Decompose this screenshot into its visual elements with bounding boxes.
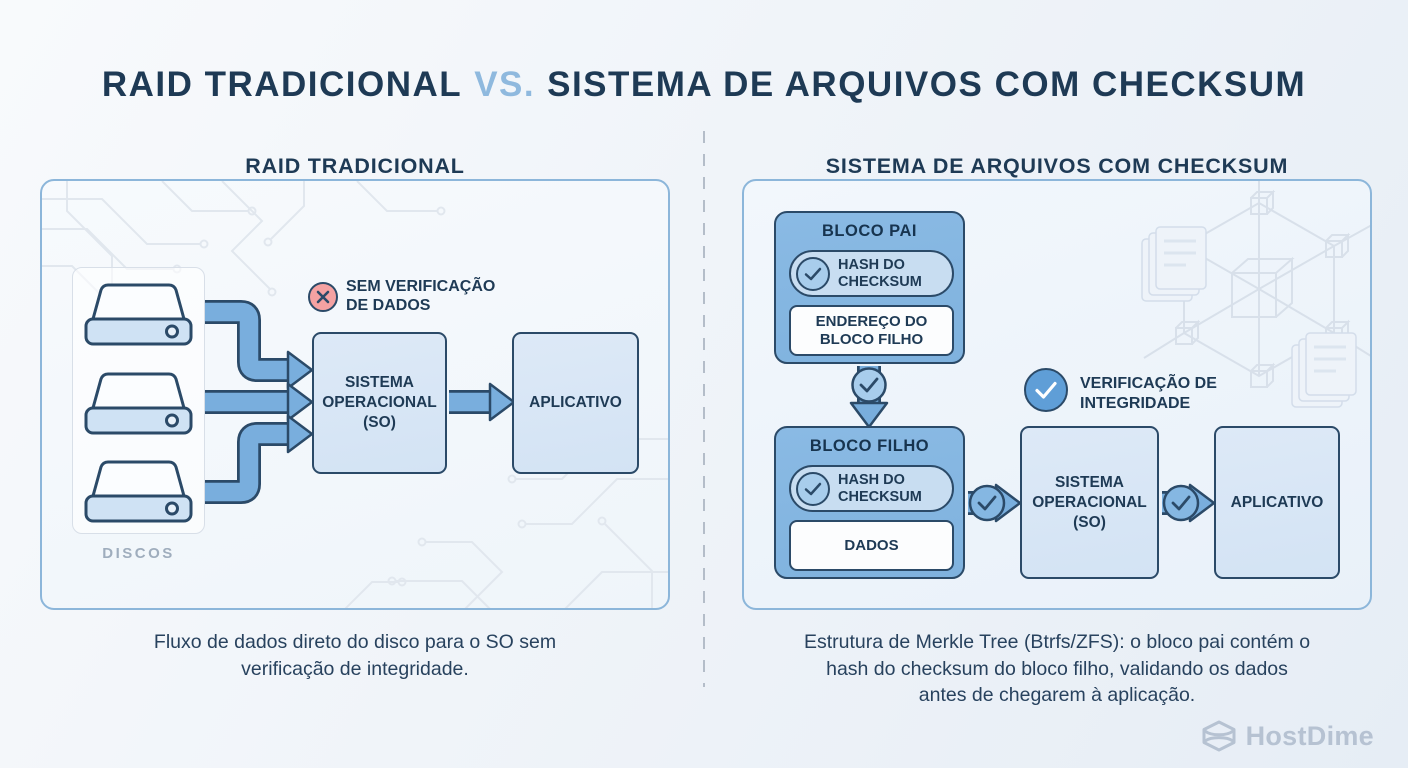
no-verification-error-badge: [308, 282, 338, 312]
brand-name: HostDime: [1245, 720, 1374, 751]
parent-block: BLOCO PAI HASH DO CHECKSUM ENDEREÇO DO B…: [774, 211, 965, 364]
arrow-disk2-to-os: [205, 382, 314, 422]
data-flow-arrows: [205, 300, 516, 504]
child-hash-pill: HASH DO CHECKSUM: [789, 465, 954, 512]
title-left: RAID TRADICIONAL: [101, 65, 463, 105]
application-box: APLICATIVO: [512, 332, 639, 474]
right-caption: Estrutura de Merkle Tree (Btrfs/ZFS): o …: [803, 631, 1311, 706]
parent-hash-label: HASH DO CHECKSUM: [838, 257, 922, 290]
checksum-flow-arrows: [849, 366, 1216, 523]
check-icon: [1035, 381, 1057, 399]
disk-icon: [84, 460, 193, 523]
raid-traditional-panel: DISCOS: [40, 179, 670, 610]
application-box: APLICATIVO: [1214, 426, 1340, 579]
brand-logo: HostDime: [1201, 720, 1374, 752]
integrity-check-badge: [1024, 368, 1068, 412]
arrow-os-to-app: [1162, 483, 1216, 523]
check-circle-icon: [1162, 484, 1200, 522]
arrow-child-to-os: [968, 483, 1022, 523]
disk-icon: [84, 283, 193, 346]
arrow-os-to-app: [449, 382, 516, 422]
title-right: SISTEMA DE ARQUIVOS COM CHECKSUM: [547, 65, 1307, 105]
merkle-network-decoration: [1141, 181, 1370, 408]
disks-group: [72, 267, 205, 534]
disk-icon: [84, 372, 193, 435]
arrow-disk3-to-os: [205, 414, 314, 504]
child-block: BLOCO FILHO HASH DO CHECKSUM DADOS: [774, 426, 965, 579]
parent-hash-pill: HASH DO CHECKSUM: [789, 250, 954, 297]
right-section-heading: SISTEMA DE ARQUIVOS COM CHECKSUM: [825, 153, 1289, 178]
checksum-filesystem-panel: BLOCO PAI HASH DO CHECKSUM ENDEREÇO DO B…: [742, 179, 1372, 610]
hostdime-hexagon-disk-icon: [1202, 720, 1236, 752]
parent-block-title: BLOCO PAI: [822, 222, 917, 240]
check-circle-icon: [968, 484, 1006, 522]
vertical-dashed-divider: [703, 131, 705, 687]
left-caption: Fluxo de dados direto do disco para o SO…: [153, 631, 557, 680]
os-box: SISTEMA OPERACIONAL (SO): [312, 332, 447, 474]
child-hash-label: HASH DO CHECKSUM: [838, 472, 922, 505]
child-block-title: BLOCO FILHO: [809, 437, 930, 455]
integrity-check-label: VERIFICAÇÃO DE INTEGRIDADE: [1080, 375, 1217, 412]
page-title: RAID TRADICIONAL VS. SISTEMA DE ARQUIVOS C…: [0, 65, 1408, 105]
no-verification-label: SEM VERIFICAÇÃO DE DADOS: [346, 278, 496, 314]
os-box: SISTEMA OPERACIONAL (SO): [1020, 426, 1159, 579]
title-vs: VS.: [474, 65, 536, 105]
arrow-parent-to-child: [849, 366, 889, 429]
child-address-box: ENDEREÇO DO BLOCO FILHO: [789, 305, 954, 356]
check-circle-icon: [796, 256, 830, 291]
arrow-disk1-to-os: [205, 300, 314, 390]
left-section-heading: RAID TRADICIONAL: [245, 153, 465, 178]
document-stack-decoration: [1141, 226, 1357, 408]
disks-label: DISCOS: [102, 545, 175, 562]
data-box: DADOS: [789, 520, 954, 571]
check-circle-icon: [796, 471, 830, 506]
x-icon: [316, 290, 330, 304]
check-circle-icon: [851, 367, 887, 403]
